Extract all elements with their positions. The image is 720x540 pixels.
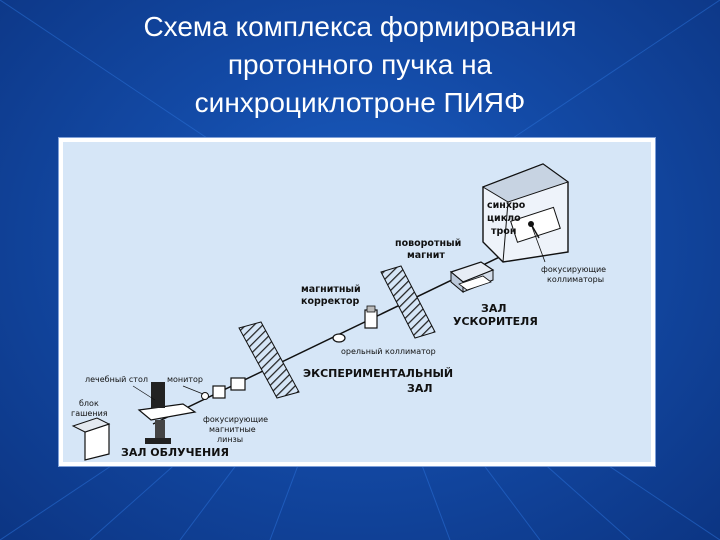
- focusing-magnetic-lenses: [201, 377, 246, 400]
- focusing-lenses-label-2: магнитные: [209, 425, 256, 434]
- rotary-magnet-label-2: магнит: [407, 250, 445, 261]
- focusing-collimators-label-2: коллиматоры: [547, 275, 604, 284]
- beam-stop-label-2: гашения: [71, 409, 108, 418]
- magnetic-corrector-label-1: магнитный: [301, 284, 361, 295]
- title-line-1: Схема комплекса формирования: [143, 11, 577, 42]
- rotary-magnet: [449, 261, 495, 294]
- monitor-label: монитор: [167, 375, 203, 384]
- treatment-table: [137, 382, 197, 444]
- accelerator-hall-label-1: ЗАЛ: [481, 302, 506, 315]
- experimental-hall-label-2: ЗАЛ: [407, 382, 432, 395]
- focusing-lenses-label-3: линзы: [217, 435, 243, 444]
- irradiation-hall-label: ЗАЛ ОБЛУЧЕНИЯ: [121, 446, 229, 459]
- reference-collimator-label: opeльный коллиматор: [341, 347, 436, 356]
- beam-stop-label-1: блок: [79, 399, 99, 408]
- focusing-collimators-label-1: фокусирующие: [541, 265, 606, 274]
- magnetic-corrector-label-2: корректор: [301, 296, 359, 307]
- treatment-table-label: лечебный стол: [85, 375, 148, 384]
- synchrocyclotron-label-1: синхро: [487, 200, 526, 211]
- synchrocyclotron-label-2: цикло: [487, 213, 521, 224]
- synchrocyclotron-label-3: трон: [491, 226, 516, 237]
- beamline-diagram: синхро цикло трон фокусирующие коллимато…: [63, 142, 651, 462]
- synchrocyclotron: [481, 163, 570, 263]
- slide-title: Схема комплекса формирования протонного …: [60, 8, 660, 122]
- beam-stop-block: [71, 417, 111, 461]
- title-line-2: протонного пучка на: [227, 49, 493, 80]
- magnetic-corrector: [364, 305, 378, 329]
- rotary-magnet-label-1: поворотный: [395, 238, 461, 249]
- experimental-hall-label-1: ЭКСПЕРИМЕНТАЛЬНЫЙ: [303, 367, 453, 380]
- shielding-wall-2: [238, 321, 300, 399]
- focusing-lenses-label-1: фокусирующие: [203, 415, 268, 424]
- figure-frame: синхро цикло трон фокусирующие коллимато…: [58, 137, 656, 467]
- title-line-3: синхроциклотроне ПИЯФ: [194, 87, 526, 118]
- accelerator-hall-label-2: УСКОРИТЕЛЯ: [453, 315, 538, 328]
- shielding-wall-1: [380, 265, 436, 339]
- diagram-canvas: синхро цикло трон фокусирующие коллимато…: [71, 163, 606, 461]
- reference-collimator: [332, 333, 346, 343]
